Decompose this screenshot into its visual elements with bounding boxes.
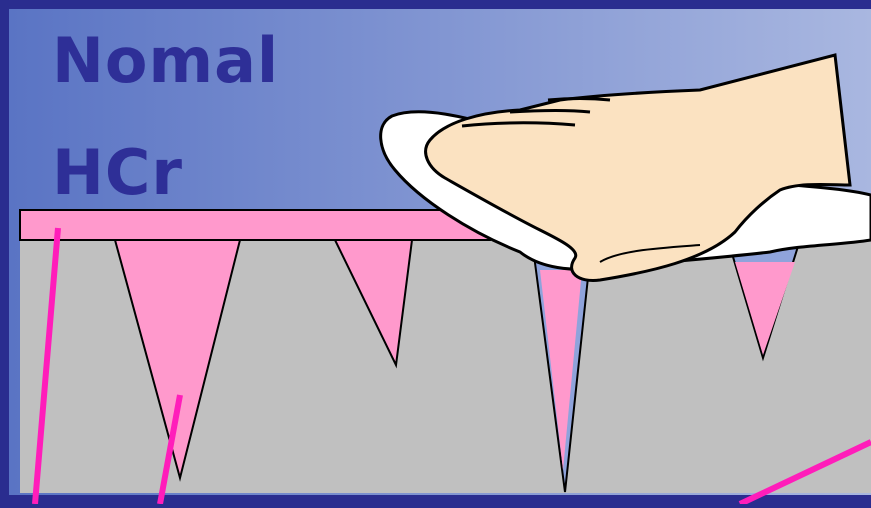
label-nomal: Nomal <box>52 30 279 92</box>
label-hcr: HCr <box>52 142 183 204</box>
finger-line-3 <box>548 99 610 101</box>
coating-layer <box>20 210 490 240</box>
finger-line-2 <box>510 111 590 113</box>
